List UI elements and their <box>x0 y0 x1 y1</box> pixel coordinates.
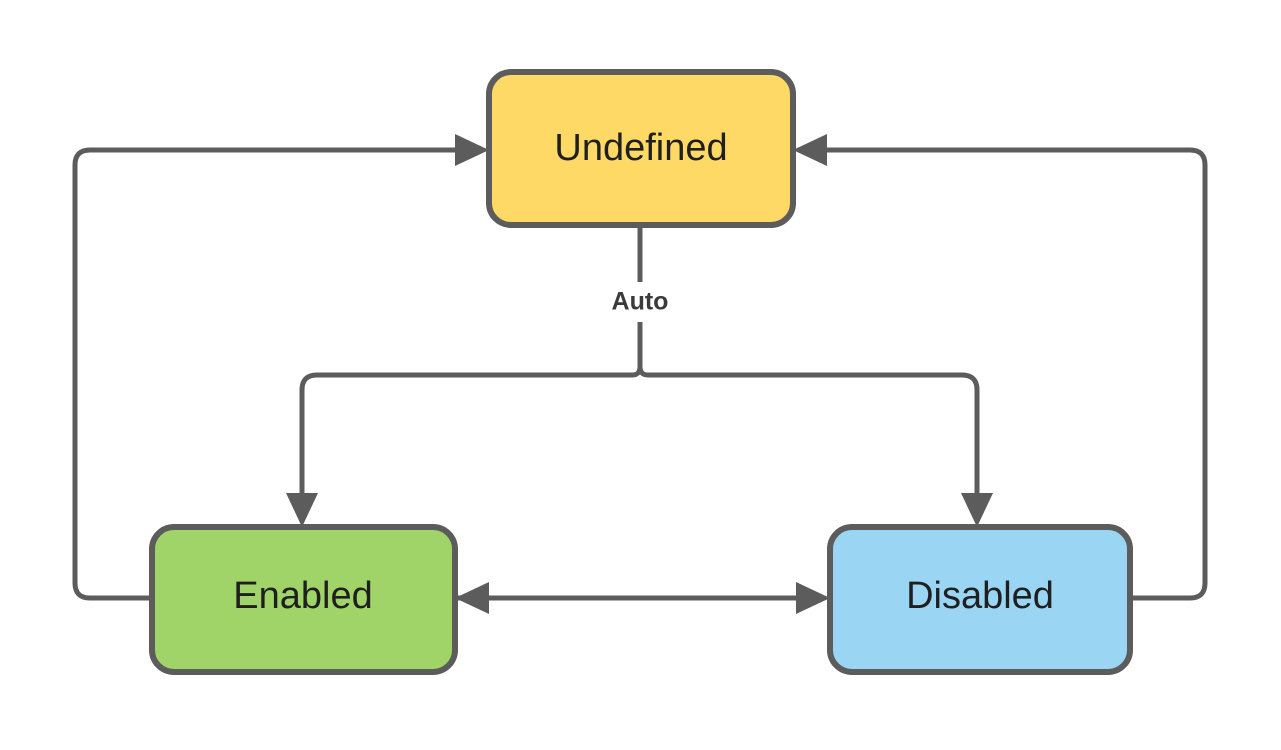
node-disabled-label: Disabled <box>906 575 1054 617</box>
node-undefined[interactable]: Undefined <box>486 69 796 228</box>
edge-auto-label-background <box>598 284 682 320</box>
node-disabled[interactable]: Disabled <box>827 524 1133 675</box>
edge-disabled-to-undefined[interactable] <box>793 134 1208 601</box>
arrowhead-into-enabled-right-edge <box>455 582 489 614</box>
node-enabled-box <box>149 524 458 675</box>
edge-auto-branch-right <box>637 366 980 493</box>
node-enabled[interactable]: Enabled <box>149 524 458 675</box>
node-undefined-box <box>486 69 796 228</box>
edge-auto-branch[interactable]: Auto <box>286 225 993 527</box>
arrowhead-into-disabled <box>961 493 993 527</box>
edge-disabled-to-undefined-line <box>827 147 1208 601</box>
edge-auto-label: Auto <box>612 288 669 316</box>
arrowhead-into-disabled-left-edge <box>796 582 830 614</box>
edge-enabled-to-undefined[interactable] <box>72 134 489 601</box>
edge-auto-stem-lower <box>299 322 643 493</box>
node-undefined-label: Undefined <box>554 127 727 169</box>
edge-enabled-to-undefined-line <box>72 147 455 601</box>
node-disabled-box <box>827 524 1133 675</box>
node-enabled-label: Enabled <box>233 575 372 617</box>
arrowhead-into-undefined-left <box>455 134 489 166</box>
arrowhead-into-enabled <box>286 493 318 527</box>
arrowhead-into-undefined-right <box>793 134 827 166</box>
